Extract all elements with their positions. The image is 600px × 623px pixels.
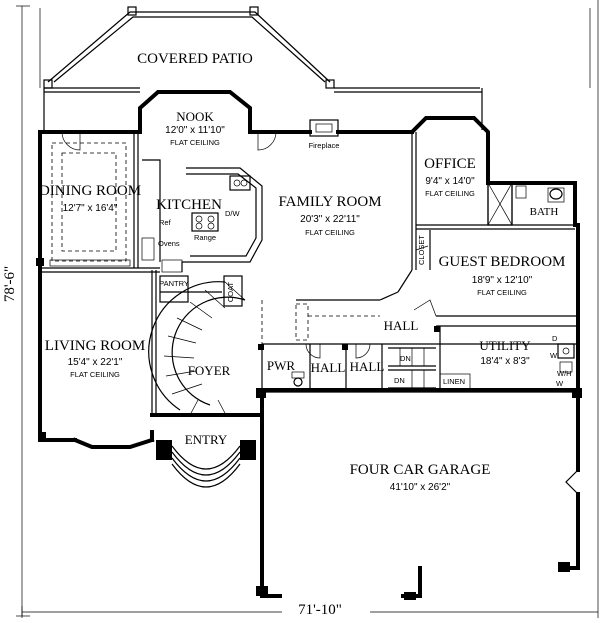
nook-label: NOOK	[176, 109, 214, 124]
coat-label: COAT	[226, 281, 235, 302]
utility-d-label: D	[552, 334, 558, 343]
kitchen-dw-label: D/W	[225, 209, 241, 218]
utility-label: UTILITY	[479, 338, 531, 353]
side-stairs	[388, 347, 436, 389]
utility-dims: 18'4" x 8'3"	[480, 356, 530, 367]
garage-vent	[256, 388, 582, 600]
fireplace-label: Fireplace	[309, 141, 340, 150]
hall-side-label: HALL	[350, 359, 385, 374]
utility-fixtures	[439, 343, 575, 391]
dn-upper-label: DN	[400, 354, 411, 363]
door-swings	[61, 131, 437, 416]
kitchen-ovens-label: Ovens	[158, 239, 180, 248]
interior-walls	[40, 132, 580, 415]
foyer-label: FOYER	[188, 363, 231, 378]
office-ceiling: FLAT CEILING	[425, 189, 475, 198]
hall-small-label: HALL	[311, 360, 346, 375]
linen-label: LINEN	[443, 377, 465, 386]
kitchen-counters	[141, 159, 263, 273]
living-room-label: LIVING ROOM	[45, 338, 145, 354]
utility-wh-label: W/H	[557, 369, 572, 378]
hall-main-label: HALL	[384, 318, 419, 333]
covered-patio-outline	[43, 6, 483, 130]
office-label: OFFICE	[424, 156, 476, 172]
dining-room-dims: 12'7" x 16'4"	[63, 203, 118, 214]
closet-label: CLOSET	[417, 235, 426, 265]
office-dims: 9'4" x 14'0"	[425, 176, 475, 187]
dn-lower-label: DN	[394, 376, 405, 385]
curved-stair	[148, 275, 380, 411]
utility-w2-label: W	[556, 379, 564, 388]
garage-dims: 41'10" x 26'2"	[390, 482, 451, 493]
utility-w-label: W	[550, 351, 558, 360]
family-room-label: FAMILY ROOM	[278, 194, 381, 210]
kitchen-ref-label: Ref	[159, 218, 172, 227]
guest-bedroom-label: GUEST BEDROOM	[439, 254, 566, 270]
overall-depth-label: 78'-6"	[2, 266, 18, 302]
overall-dimension-lines	[16, 0, 599, 618]
family-room-ceiling: FLAT CEILING	[305, 228, 355, 237]
fireplace-symbol	[309, 119, 339, 137]
dining-tray-ceiling	[49, 142, 131, 267]
pwr-label: PWR	[267, 358, 296, 373]
dining-room-label: DINING ROOM	[39, 183, 141, 199]
covered-patio-label: COVERED PATIO	[137, 51, 253, 67]
guest-bedroom-dims: 18'9" x 12'10"	[472, 275, 533, 286]
kitchen-label: KITCHEN	[156, 197, 222, 213]
bath-label: BATH	[530, 206, 559, 218]
entry-label: ENTRY	[185, 432, 228, 447]
living-room-ceiling: FLAT CEILING	[70, 370, 120, 379]
garage-label: FOUR CAR GARAGE	[350, 462, 491, 478]
nook-ceiling: FLAT CEILING	[170, 138, 220, 147]
family-room-dims: 20'3" x 22'11"	[300, 214, 360, 225]
overall-width-label: 71'-10"	[298, 602, 342, 618]
bath-fixtures	[291, 182, 565, 387]
pantry-label: PANTRY	[159, 279, 189, 288]
guest-bedroom-ceiling: FLAT CEILING	[477, 288, 527, 297]
nook-dims: 12'0" x 11'10"	[165, 125, 225, 136]
kitchen-range-label: Range	[194, 233, 216, 242]
living-room-dims: 15'4" x 22'1"	[68, 357, 123, 368]
